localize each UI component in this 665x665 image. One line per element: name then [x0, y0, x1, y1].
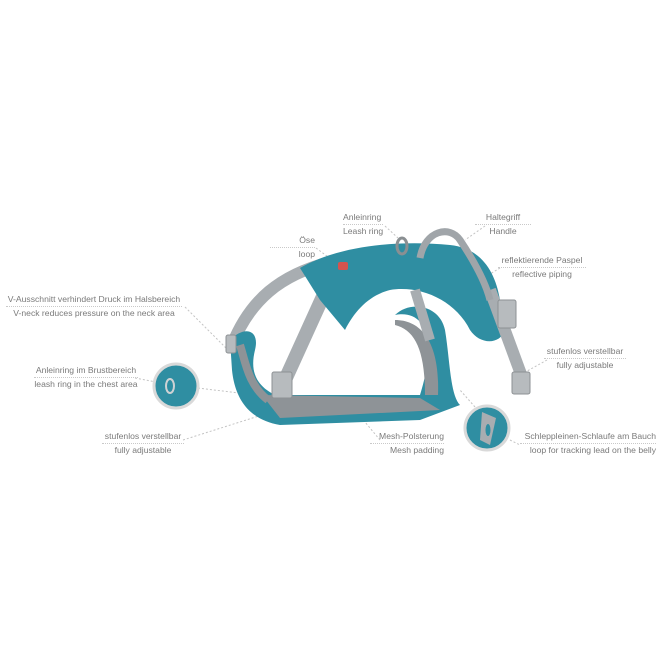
brand-tag — [338, 262, 348, 270]
chest-ring-detail — [152, 362, 200, 410]
buckle-left — [271, 371, 293, 399]
label-v-neck: V-Ausschnitt verhindert Druck im Halsber… — [6, 294, 182, 318]
leash-ring — [395, 236, 409, 256]
buckle-right — [497, 299, 517, 329]
belly-strap — [484, 287, 531, 388]
handle — [416, 228, 494, 301]
mesh-padding — [262, 395, 440, 418]
belly-loop-detail — [463, 404, 511, 452]
back-panel — [300, 243, 505, 342]
